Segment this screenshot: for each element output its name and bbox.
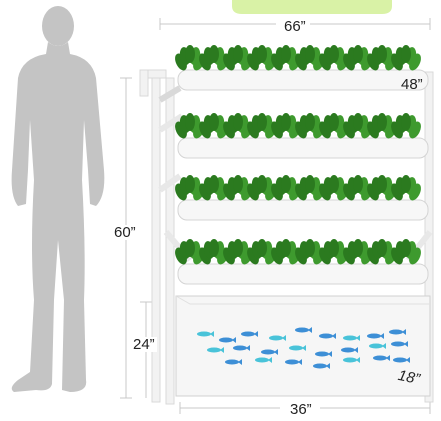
plant <box>391 113 421 139</box>
fish <box>207 347 224 353</box>
pipe-tier-4 <box>177 263 429 285</box>
fish <box>255 357 272 363</box>
plant <box>199 113 229 139</box>
plant <box>247 239 277 265</box>
plants <box>175 45 421 265</box>
pipe-tier-1 <box>177 69 429 91</box>
fish <box>373 355 390 361</box>
fish <box>341 347 358 353</box>
plant <box>175 113 205 139</box>
fish <box>225 359 242 365</box>
fish <box>269 335 286 341</box>
fish <box>389 329 406 335</box>
fish-school <box>197 327 410 369</box>
fish <box>233 345 250 351</box>
pipe-tier-3 <box>177 199 429 221</box>
fish <box>319 333 336 339</box>
depth-top-label: 48” <box>401 76 423 93</box>
plant <box>199 45 229 71</box>
fish <box>369 343 386 349</box>
fish <box>285 359 302 365</box>
fish <box>391 341 408 347</box>
plant <box>367 113 397 139</box>
plant <box>343 239 373 265</box>
fish <box>315 351 332 357</box>
top-banner <box>232 0 392 14</box>
plant <box>247 175 277 201</box>
grow-pipes <box>177 69 429 285</box>
total-height-label: 60” <box>112 224 138 241</box>
plant <box>223 113 253 139</box>
fish <box>289 345 306 351</box>
plant <box>343 113 373 139</box>
fish-tank <box>175 295 431 397</box>
fish <box>393 357 410 363</box>
plant <box>391 175 421 201</box>
plant <box>391 239 421 265</box>
fish <box>295 327 312 333</box>
depth-bottom-label: 18” <box>396 366 422 389</box>
fish <box>343 335 360 341</box>
plant <box>391 45 421 71</box>
fish <box>313 363 330 369</box>
fish <box>367 333 384 339</box>
fish <box>343 357 360 363</box>
fish <box>219 337 236 343</box>
pipe-tier-2 <box>177 137 429 159</box>
tank-height-label: 24” <box>131 336 157 353</box>
person-silhouette <box>11 6 105 392</box>
fish <box>241 331 258 337</box>
fish <box>197 331 214 337</box>
fish <box>261 349 278 355</box>
plant <box>271 113 301 139</box>
width-top-label: 66” <box>282 18 308 35</box>
plant <box>271 175 301 201</box>
width-bottom-label: 36” <box>288 401 314 418</box>
